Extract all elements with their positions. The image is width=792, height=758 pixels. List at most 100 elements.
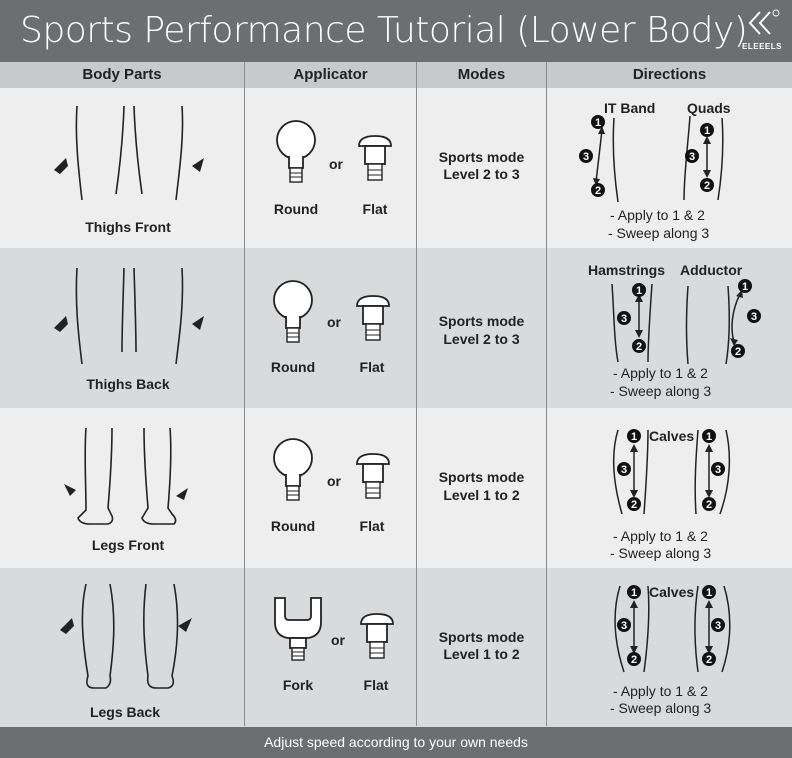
flat-head-icon	[358, 135, 392, 181]
svg-text:3: 3	[689, 151, 695, 163]
mode-label: Sports mode	[438, 149, 525, 165]
page-title: Sports Performance Tutorial (Lower Body)	[20, 10, 748, 51]
direction-label: Adductor	[680, 262, 743, 278]
svg-text:1: 1	[636, 285, 642, 297]
or-label: or	[327, 314, 341, 330]
column-header-label: Modes	[457, 66, 506, 83]
legs-back-directions-diagram: 1 2 3 1 2 3	[614, 585, 731, 673]
table-row	[0, 408, 792, 568]
applicator-label: Fork	[282, 677, 314, 693]
applicator-label: Round	[273, 201, 319, 217]
body-part-label: Legs Back	[89, 704, 161, 720]
applicator-label: Flat	[359, 359, 385, 375]
svg-text:3: 3	[715, 464, 721, 476]
applicator-label: Round	[270, 518, 316, 534]
svg-text:3: 3	[621, 313, 627, 325]
svg-text:3: 3	[751, 311, 757, 323]
thighs-back-illustration	[54, 267, 204, 365]
svg-text:3: 3	[621, 620, 627, 632]
instruction-text: - Sweep along 3	[610, 700, 712, 716]
applicator-label: Flat	[359, 518, 385, 534]
or-label: or	[327, 473, 341, 489]
svg-text:2: 2	[706, 499, 712, 511]
svg-text:2: 2	[735, 346, 741, 358]
instruction-text: - Sweep along 3	[610, 545, 712, 561]
mode-level: Level 1 to 2	[443, 646, 520, 662]
column-header-body-parts: Body Parts	[0, 62, 244, 88]
mode-label: Sports mode	[438, 313, 525, 329]
svg-text:2: 2	[595, 185, 601, 197]
column-header-directions: Directions	[547, 62, 792, 88]
svg-text:2: 2	[631, 499, 637, 511]
title-bar: Sports Performance Tutorial (Lower Body)…	[0, 0, 792, 62]
leg-outline-icon	[133, 105, 143, 195]
pointer-arrow-icon	[64, 484, 76, 496]
body-part-label: Thighs Back	[86, 376, 170, 392]
svg-text:1: 1	[706, 587, 712, 599]
or-label: or	[331, 632, 345, 648]
svg-text:3: 3	[715, 620, 721, 632]
column-header-applicator: Applicator	[245, 62, 416, 88]
mode-label: Sports mode	[438, 629, 525, 645]
svg-text:1: 1	[631, 587, 637, 599]
column-header-label: Applicator	[293, 66, 368, 83]
direction-label: Hamstrings	[588, 262, 666, 278]
applicator-label: Flat	[362, 201, 388, 217]
flat-head-icon	[360, 613, 394, 659]
round-head-icon	[276, 120, 316, 183]
leg-outline-icon	[115, 105, 125, 195]
brand-logo: ELEEELS	[740, 6, 784, 58]
direction-label: Calves	[649, 428, 695, 444]
instruction-text: - Sweep along 3	[608, 225, 710, 241]
column-header-modes: Modes	[417, 62, 546, 88]
pointer-arrow-icon	[60, 618, 74, 634]
svg-text:1: 1	[742, 281, 748, 293]
legs-front-directions-diagram: 1 2 3 1 2 3	[612, 429, 731, 515]
pointer-arrow-icon	[54, 316, 68, 332]
pointer-arrow-icon	[178, 618, 192, 632]
column-divider	[416, 62, 417, 726]
svg-text:1: 1	[595, 117, 601, 129]
footer-note: Adjust speed according to your own needs	[264, 734, 528, 750]
footer-bar: Adjust speed according to your own needs	[0, 727, 792, 758]
body-part-label: Thighs Front	[85, 219, 171, 235]
column-header-label: Body Parts	[82, 66, 162, 83]
svg-text:1: 1	[706, 431, 712, 443]
thighs-front-illustration	[54, 105, 204, 201]
leg-outline-icon	[75, 105, 83, 201]
direction-label: IT Band	[604, 100, 656, 116]
thighs-front-directions-diagram: 1 2 3 1 2 3	[579, 115, 724, 203]
svg-text:3: 3	[621, 464, 627, 476]
or-label: or	[329, 156, 343, 172]
instruction-text: - Apply to 1 & 2	[613, 528, 708, 544]
column-divider	[546, 62, 547, 726]
svg-text:2: 2	[704, 180, 710, 192]
legs-front-illustration	[64, 427, 188, 525]
svg-text:2: 2	[631, 654, 637, 666]
applicator-label: Round	[270, 359, 316, 375]
pointer-arrow-icon	[176, 488, 188, 500]
instruction-text: - Apply to 1 & 2	[613, 365, 708, 381]
round-head-icon	[273, 438, 313, 501]
table-row	[0, 248, 792, 408]
svg-text:1: 1	[631, 431, 637, 443]
pointer-arrow-icon	[192, 316, 204, 330]
numbered-marker-icon: 1 2 3 1 2 3	[617, 585, 725, 666]
svg-text:1: 1	[704, 125, 710, 137]
direction-label: Calves	[649, 584, 695, 600]
mode-level: Level 2 to 3	[443, 166, 520, 182]
mode-level: Level 1 to 2	[443, 487, 520, 503]
direction-label: Quads	[687, 100, 731, 116]
numbered-marker-icon: 1 2 3 1 2 3	[579, 115, 714, 197]
leg-outline-icon	[175, 105, 184, 201]
pointer-arrow-icon	[192, 158, 204, 172]
table-row	[0, 568, 792, 727]
column-header-label: Directions	[632, 66, 707, 83]
instruction-text: - Apply to 1 & 2	[613, 683, 708, 699]
numbered-marker-icon: 1 2 3 1 2 3	[617, 279, 761, 358]
round-head-icon	[273, 280, 313, 343]
svg-text:3: 3	[583, 151, 589, 163]
flat-head-icon	[356, 295, 390, 341]
mode-level: Level 2 to 3	[443, 331, 520, 347]
pointer-arrow-icon	[54, 158, 68, 174]
